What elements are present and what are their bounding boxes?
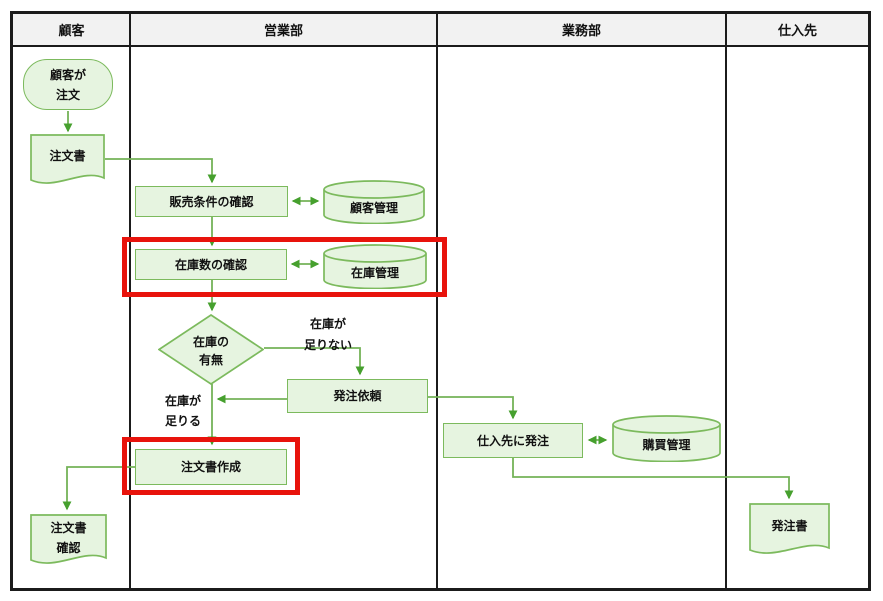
process-check-sales-conditions: 販売条件の確認 <box>135 186 288 217</box>
decision-shape <box>158 314 264 385</box>
node-label: 発注書 <box>771 518 808 533</box>
highlight-create-order <box>122 437 300 495</box>
node-label: 購買管理 <box>642 437 691 452</box>
lane-divider <box>436 13 438 590</box>
database-shape <box>612 415 721 462</box>
lane-divider <box>725 13 727 590</box>
document-shape <box>30 514 107 564</box>
database-shape <box>323 244 427 289</box>
document-order-form: 注文書 <box>30 134 105 188</box>
edge-label-insufficient-stock: 在庫が 足りない <box>303 317 352 352</box>
lane-divider <box>129 13 131 590</box>
database-customer-mgmt: 顧客管理 <box>323 180 425 224</box>
node-label: 販売条件の確認 <box>169 194 254 209</box>
process-create-order-form: 注文書作成 <box>135 449 287 485</box>
lane-header-label: 業務部 <box>561 22 601 38</box>
node-label: 在庫数の確認 <box>174 257 247 272</box>
lane-header-customer: 顧客 <box>13 13 130 47</box>
lane-header-operations: 業務部 <box>437 13 726 47</box>
database-stock-mgmt: 在庫管理 <box>323 244 427 289</box>
lane-header-label: 仕入先 <box>777 22 817 38</box>
node-label: 注文書 確認 <box>50 521 87 555</box>
document-shape <box>30 134 105 184</box>
diagram-border <box>10 11 871 591</box>
database-shape <box>323 180 425 224</box>
node-label: 発注依頼 <box>333 389 382 403</box>
process-order-request: 発注依頼 <box>287 379 428 413</box>
node-label: 在庫管理 <box>350 265 399 280</box>
terminator-customer-order: 顧客が 注文 <box>23 59 113 110</box>
document-shape <box>749 503 830 554</box>
lane-header-supplier: 仕入先 <box>726 13 869 47</box>
node-label: 顧客が 注文 <box>49 67 86 102</box>
document-order-confirm: 注文書 確認 <box>30 514 107 568</box>
database-purchase-mgmt: 購買管理 <box>612 415 721 462</box>
process-order-to-supplier: 仕入先に発注 <box>443 423 583 458</box>
lane-header-sales: 営業部 <box>130 13 437 47</box>
lane-header-label: 顧客 <box>58 22 85 38</box>
process-check-stock-quantity: 在庫数の確認 <box>135 249 287 280</box>
lane-header-label: 営業部 <box>263 22 303 38</box>
node-label: 注文書作成 <box>180 460 241 474</box>
node-label: 注文書 <box>49 149 86 163</box>
decision-stock-availability: 在庫の 有無 <box>158 314 264 385</box>
highlight-check-stock-row <box>122 237 447 297</box>
node-label: 顧客管理 <box>349 201 398 215</box>
edge-label-sufficient-stock: 在庫が 足りる <box>164 394 201 428</box>
node-label: 仕入先に発注 <box>476 433 549 448</box>
document-purchase-order: 発注書 <box>749 503 830 558</box>
node-label: 在庫の 有無 <box>192 334 229 367</box>
